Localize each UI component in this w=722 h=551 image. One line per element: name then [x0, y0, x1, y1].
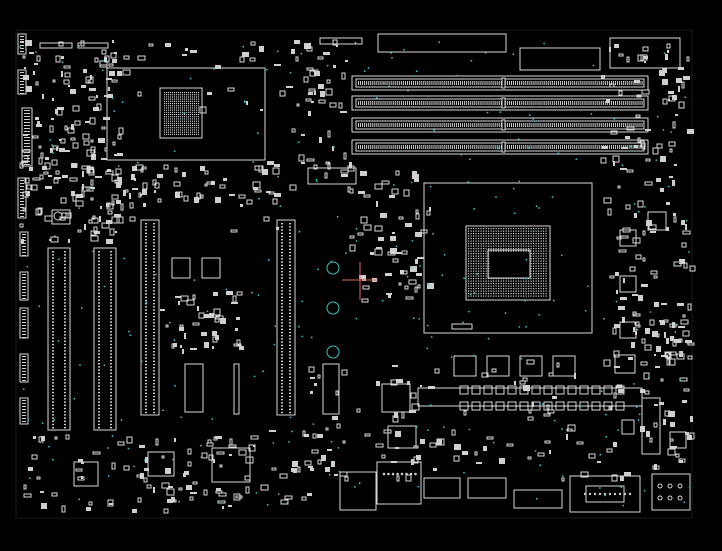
audio-codec — [147, 451, 175, 477]
io-usb-3 — [467, 477, 507, 499]
board-outline — [15, 29, 693, 519]
rear-io — [339, 397, 691, 513]
left-edge-parts — [17, 33, 33, 425]
io-usb-stack-1 — [339, 471, 377, 511]
cpu-land-grid — [468, 228, 547, 297]
pch-outline — [106, 67, 266, 161]
cpu-socket — [423, 182, 593, 334]
pcie-slots — [47, 219, 296, 431]
mid-small-parts — [51, 167, 357, 415]
io-audio — [651, 473, 691, 511]
passive-components — [19, 39, 696, 514]
superio-chip — [211, 447, 251, 483]
atx-header — [377, 33, 507, 53]
cpu-land-area — [465, 225, 551, 301]
io-hdmi — [513, 489, 563, 509]
io-dvi — [569, 475, 641, 513]
dimm-slots — [351, 75, 649, 155]
crosshair-marker — [342, 262, 378, 300]
vias — [19, 41, 691, 507]
pch-region — [106, 67, 266, 161]
io-usb-2 — [423, 477, 461, 499]
io-lan-usb — [376, 461, 422, 505]
sata-header — [322, 363, 340, 415]
pch-ball-grid — [164, 92, 200, 135]
top-headers — [39, 33, 681, 71]
